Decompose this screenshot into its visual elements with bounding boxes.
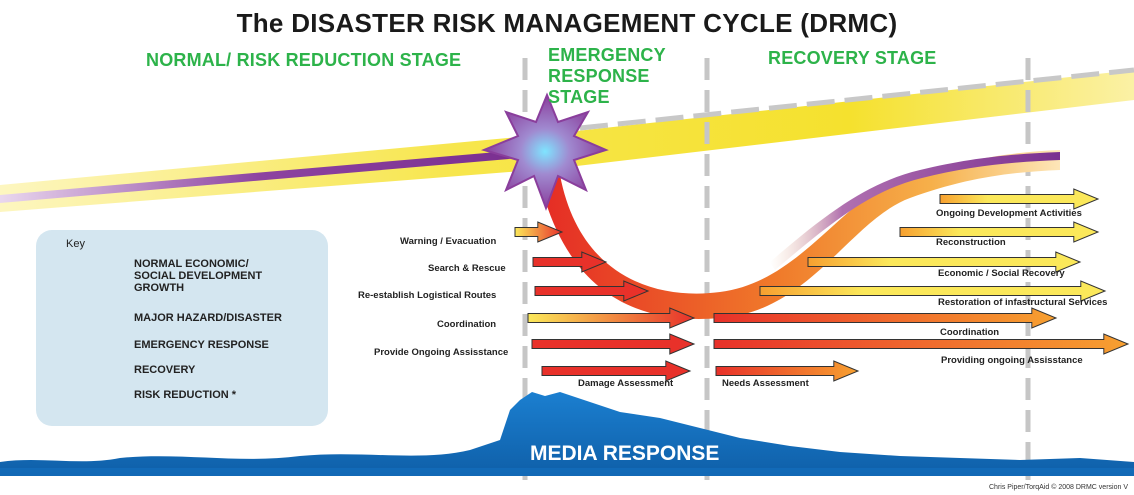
label-search: Search & Rescue	[428, 263, 506, 274]
label-needs: Needs Assessment	[722, 378, 809, 389]
stage-emergency-line2: RESPONSE	[548, 66, 650, 86]
arrow-warning	[514, 221, 564, 243]
major-hazard-star	[480, 92, 609, 211]
media-response-shape	[0, 392, 1134, 476]
stage-recovery-label: RECOVERY STAGE	[768, 48, 937, 68]
label-logistics: Re-establish Logistical Routes	[358, 290, 497, 301]
stage-emergency-line3: STAGE	[548, 87, 610, 107]
key-title: Key	[66, 238, 85, 250]
key-panel	[36, 230, 328, 426]
trend-dashed-line	[579, 67, 1134, 131]
arrow-assistance-right	[713, 333, 1130, 355]
recovery-cycle-curve	[545, 150, 1060, 319]
arrow-ongoing-dev	[939, 188, 1100, 210]
arrow-needs	[715, 360, 860, 382]
arrow-coordination-left	[527, 307, 696, 329]
arrow-logistics	[534, 280, 650, 302]
label-assistance-left: Provide Ongoing Assisstance	[374, 347, 509, 358]
stage-normal-label: NORMAL/ RISK REDUCTION STAGE	[146, 50, 462, 70]
arrow-reconstruction	[899, 221, 1100, 243]
stage-emergency-line1: EMERGENCY	[548, 45, 666, 65]
label-assistance-right: Providing ongoing Assisstance	[941, 355, 1083, 366]
arrow-assistance-left	[531, 333, 696, 355]
label-warning: Warning / Evacuation	[400, 236, 497, 247]
key-item-development: NORMAL ECONOMIC/ SOCIAL DEVELOPMENT GROW…	[134, 258, 262, 294]
arrow-economic	[807, 251, 1082, 273]
activity-arrows	[514, 188, 1130, 382]
recovery-risk-reduction	[770, 152, 1060, 270]
credit-line: Chris Piper/TorqAid © 2008 DRMC version …	[989, 484, 1128, 491]
label-economic: Economic / Social Recovery	[938, 268, 1065, 279]
arrow-restoration	[759, 280, 1107, 302]
key-item-risk-reduction: RISK REDUCTION *	[134, 389, 237, 401]
key-item-development-line2: SOCIAL DEVELOPMENT	[134, 270, 263, 282]
media-response-label: MEDIA RESPONSE	[530, 442, 720, 465]
label-coordination-right: Coordination	[940, 327, 1000, 338]
key-item-emergency: EMERGENCY RESPONSE	[134, 339, 269, 351]
key-item-development-line1: NORMAL ECONOMIC/	[134, 258, 249, 270]
arrow-damage	[541, 360, 692, 382]
arrow-search	[532, 251, 608, 273]
key-item-hazard: MAJOR HAZARD/DISASTER	[134, 312, 282, 324]
label-reconstruction: Reconstruction	[936, 237, 1006, 248]
risk-reduction-band	[0, 150, 520, 203]
stage-emergency-label: EMERGENCY RESPONSE STAGE	[548, 45, 666, 108]
key-item-recovery: RECOVERY	[134, 364, 196, 376]
key-item-development-line3: GROWTH	[134, 282, 185, 294]
label-ongoing-dev: Ongoing Development Activities	[936, 208, 1082, 219]
label-coordination-left: Coordination	[437, 319, 497, 330]
diagram-title: The DISASTER RISK MANAGEMENT CYCLE (DRMC…	[236, 8, 898, 38]
label-restoration: Restoration of infastructural Services	[938, 297, 1108, 308]
label-damage: Damage Assessment	[578, 378, 674, 389]
arrow-coordination-right	[713, 307, 1058, 329]
